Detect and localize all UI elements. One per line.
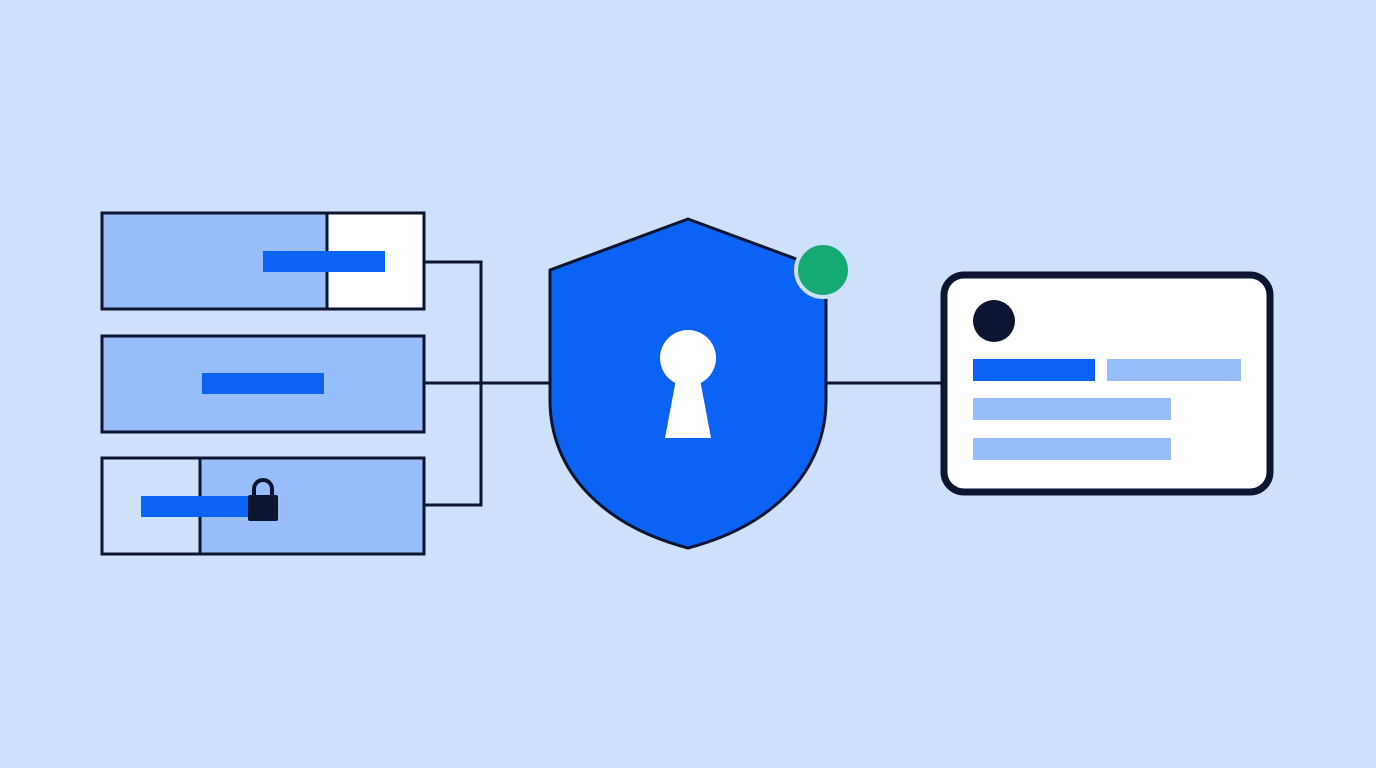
card-line-4 [973,438,1171,460]
keyhole-icon [660,330,716,438]
bar-segment-icon [263,251,385,272]
card-line-secondary [1107,359,1241,381]
connectors [424,260,944,507]
security-shield [548,217,852,550]
bar-segment-icon [141,496,249,517]
storage-unit-3 [100,456,426,556]
profile-card-frame [940,271,1274,496]
status-indicator [794,241,852,299]
bar-segment-icon [202,373,324,394]
profile-card [940,271,1274,496]
avatar [973,300,1015,342]
card-line-3 [973,398,1171,420]
edge-storage-1-to-shield [424,260,483,383]
storage-unit-1 [100,211,426,311]
lock-icon [248,478,278,521]
card-line-primary [973,359,1095,381]
storage-unit-2 [100,334,426,434]
edge-storage-3-to-shield [424,383,483,507]
